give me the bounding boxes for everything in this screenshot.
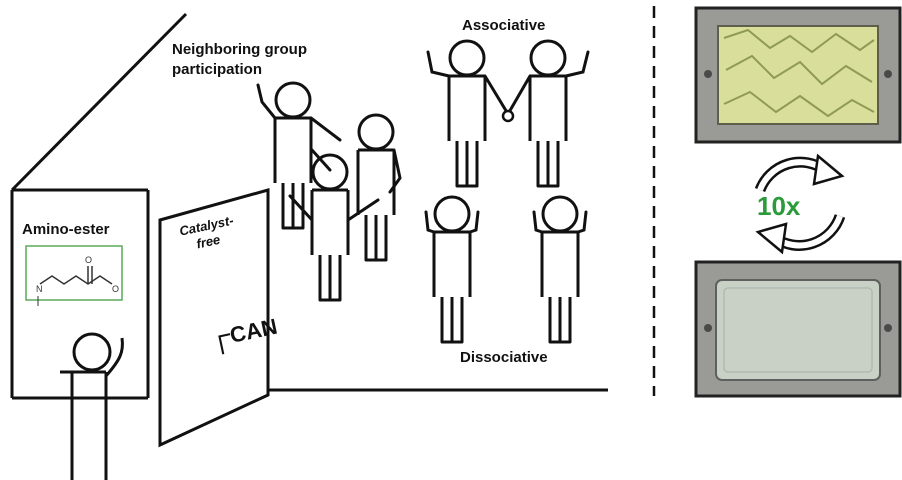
figure-neighbor-2 xyxy=(356,113,396,262)
label-neighboring-group: Neighboring group participation xyxy=(172,40,307,80)
svg-text:N: N xyxy=(36,284,43,294)
mold-pressed-photo xyxy=(694,260,902,398)
figure-associative-right xyxy=(528,39,568,188)
mold-shredded-photo xyxy=(694,6,902,144)
figure-dissociative-right xyxy=(540,195,580,344)
label-neighboring-line2: participation xyxy=(172,61,263,78)
figure-neighbor-3 xyxy=(310,153,350,302)
figure-associative-left xyxy=(447,39,487,188)
cycle-arrows-icon xyxy=(754,153,846,255)
svg-text:O: O xyxy=(85,255,92,265)
figure-doorway-person xyxy=(60,332,124,480)
figure-group-associative xyxy=(426,39,590,188)
figure-group-neighboring xyxy=(256,81,402,302)
label-cycles: 10x xyxy=(757,191,801,221)
label-amino-ester: Amino-ester xyxy=(22,221,110,238)
figure-dissociative-left xyxy=(432,195,472,344)
room-outline xyxy=(10,12,608,400)
door-panel xyxy=(158,188,270,448)
label-neighboring-line1: Neighboring group xyxy=(172,41,307,58)
amino-ester-structure: O N O xyxy=(25,245,123,306)
figure-neighbor-1 xyxy=(273,81,313,230)
label-dissociative: Dissociative xyxy=(460,349,548,366)
svg-text:O: O xyxy=(112,284,119,294)
label-associative: Associative xyxy=(462,17,546,34)
figure-group-dissociative xyxy=(424,195,588,344)
